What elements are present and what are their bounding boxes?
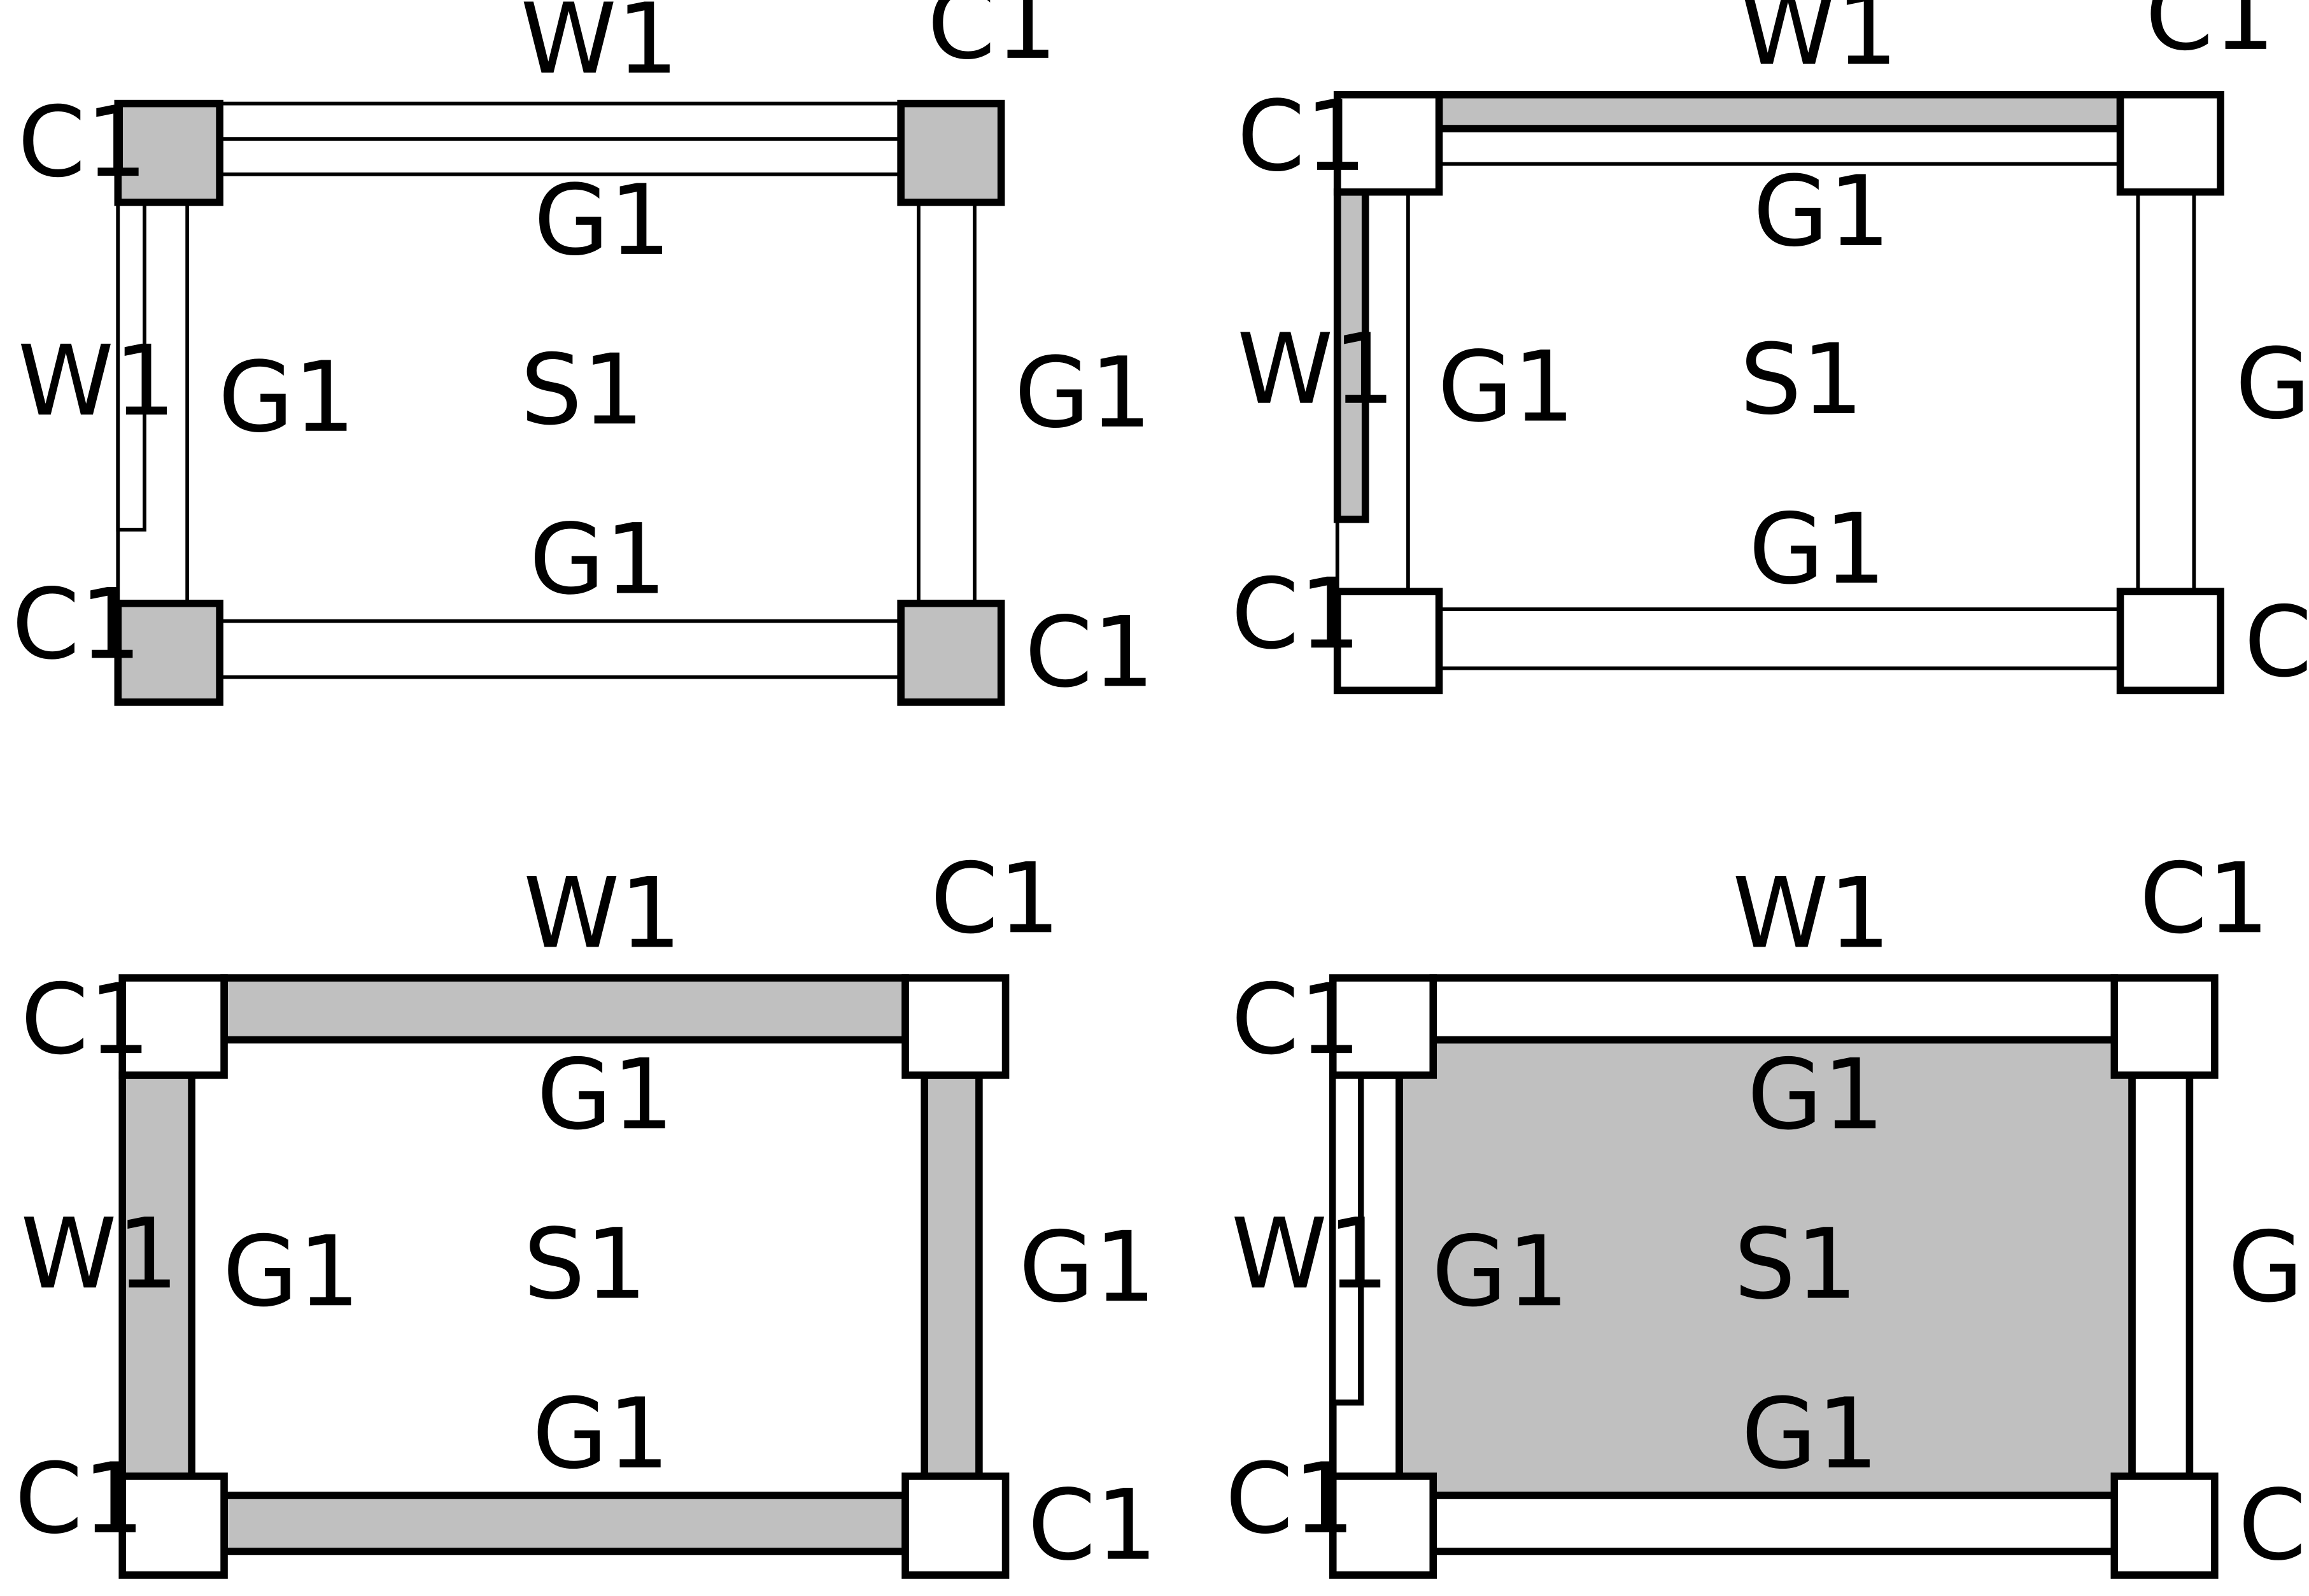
label-girder-bottom: G1 [532, 1378, 670, 1491]
label-girder-right: G1 [2228, 1211, 2309, 1324]
label-girder-top: G1 [1753, 155, 1891, 269]
label-column-top-left: C1 [1231, 963, 1361, 1077]
label-girder-right: G1 [1014, 337, 1152, 450]
label-column-top-right: C1 [2145, 0, 2275, 73]
column-top-left [114, 99, 223, 206]
label-column-bottom-right: C1 [1027, 1469, 1157, 1583]
label-column-bottom-left: C1 [1225, 1443, 1355, 1556]
label-slab: S1 [521, 334, 644, 447]
label-column-top-right: C1 [2140, 842, 2270, 956]
beam-bottom [220, 1492, 909, 1555]
label-girder-left: G1 [1437, 331, 1575, 444]
label-wall-left: W1 [1237, 313, 1395, 427]
label-column-top-right: C1 [928, 0, 1057, 81]
label-girder-bottom: G1 [1741, 1378, 1879, 1491]
column-bottom-right [2110, 1472, 2219, 1579]
label-girder-left: G1 [223, 1215, 360, 1329]
slab [1395, 1036, 2136, 1499]
column-bottom-left [118, 1472, 228, 1579]
label-girder-top: G1 [1748, 1038, 1885, 1152]
label-wall-top: W1 [1732, 857, 1890, 970]
column-top-right [2116, 90, 2224, 196]
beam-bottom [1429, 1492, 2119, 1555]
label-column-bottom-right: C1 [2238, 1469, 2309, 1583]
label-girder-bottom: G1 [1749, 493, 1886, 606]
label-slab: S1 [1740, 323, 1863, 437]
beam-bottom [1437, 607, 2122, 670]
beam-left [1329, 1071, 1403, 1480]
beam-top [1435, 90, 2124, 166]
panel-3: W1 C1 C1 G1 W1 G1 S1 G1 G1 C1 C1 [15, 842, 1157, 1582]
column-bottom-left [1333, 588, 1443, 695]
label-girder-bottom: G1 [529, 504, 667, 617]
label-wall-left: W1 [20, 1197, 178, 1311]
wall-left [1333, 188, 1369, 523]
label-wall-left: W1 [18, 325, 176, 438]
beam-right [917, 200, 977, 605]
column-bottom-right [901, 1472, 1010, 1579]
beam-left [118, 1071, 195, 1480]
label-girder-right: G1 [1019, 1211, 1156, 1324]
beam-top [1429, 974, 2119, 1044]
beam-top [220, 974, 909, 1044]
label-column-bottom-left: C1 [12, 568, 142, 681]
column-top-left [1333, 90, 1443, 196]
panel-4: W1 C1 C1 G1 W1 G1 S1 G1 G1 C1 C1 [1225, 842, 2309, 1582]
label-wall-top: W1 [1740, 0, 1898, 87]
label-slab: S1 [1734, 1208, 1858, 1322]
panel-2: W1 C1 C1 G1 W1 G1 S1 G1 G1 C1 C1 [1231, 0, 2309, 699]
column-top-right [901, 974, 1010, 1079]
column-bottom-left [114, 599, 223, 706]
column-top-right [2110, 974, 2219, 1079]
label-girder-top: G1 [533, 164, 671, 278]
beam-top [218, 101, 903, 176]
label-girder-top: G1 [537, 1038, 674, 1152]
label-column-top-left: C1 [18, 86, 148, 199]
column-top-right [897, 99, 1005, 206]
column-bottom-right [2116, 588, 2224, 695]
wall-top [1435, 90, 2124, 132]
label-column-bottom-right: C1 [1025, 596, 1155, 709]
label-column-top-left: C1 [1237, 80, 1367, 194]
column-top-left [118, 974, 228, 1079]
panel-1: W1 C1 C1 G1 W1 G1 S1 G1 G1 C1 C1 [12, 0, 1155, 709]
beam-right [921, 1071, 983, 1480]
label-wall-left: W1 [1231, 1197, 1389, 1311]
label-column-bottom-right: C1 [2244, 586, 2309, 699]
label-column-top-right: C1 [930, 842, 1060, 956]
column-bottom-right [897, 599, 1005, 706]
label-girder-left: G1 [218, 341, 356, 455]
label-girder-left: G1 [1432, 1215, 1569, 1329]
label-slab: S1 [523, 1208, 647, 1322]
label-column-bottom-left: C1 [1231, 558, 1361, 671]
beam-left [1333, 188, 1410, 592]
label-girder-right: G1 [2235, 328, 2309, 441]
column-top-left [1329, 974, 1437, 1079]
label-wall-top: W1 [521, 0, 679, 96]
column-bottom-left [1329, 1472, 1437, 1579]
label-wall-top: W1 [523, 857, 681, 970]
label-column-top-left: C1 [20, 963, 150, 1077]
beam-bottom [218, 619, 903, 679]
beam-right [2128, 1071, 2194, 1480]
label-column-bottom-left: C1 [15, 1443, 145, 1556]
beam-right [2136, 190, 2196, 592]
